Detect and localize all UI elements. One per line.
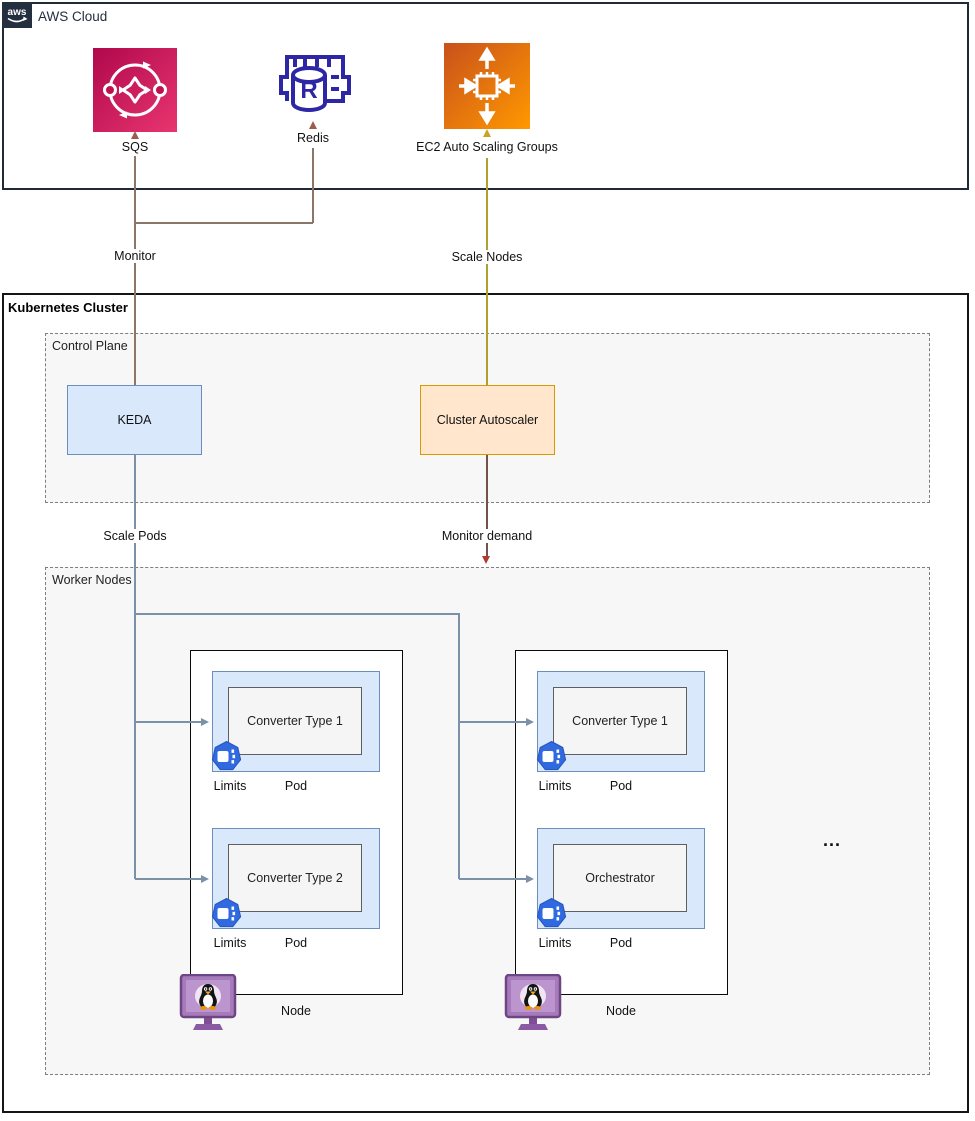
svg-text:R: R — [300, 77, 317, 104]
redis-icon: R — [279, 55, 351, 112]
pod-label: Pod — [609, 936, 633, 950]
linux-node-icon — [179, 974, 237, 1030]
keda-box: KEDA — [67, 385, 202, 455]
limits-label: Limits — [538, 779, 572, 793]
edge-redis-vertical — [312, 148, 314, 223]
ec2-auto-scaling-icon — [444, 43, 530, 129]
workload-label: Orchestrator — [585, 871, 655, 885]
worker-nodes-group: Worker Nodes Converter Type 1 Limits — [45, 567, 930, 1075]
arrowhead-node1-pod2 — [201, 874, 209, 883]
pod: Converter Type 1 — [211, 671, 380, 772]
pod-label: Pod — [284, 779, 308, 793]
arrowhead-node1-pod1 — [201, 717, 209, 726]
aws-cloud-group: aws AWS Cloud SQS — [2, 2, 969, 190]
pod: Orchestrator — [536, 828, 705, 929]
edge-label-monitor: Monitor — [111, 249, 159, 263]
cluster-autoscaler-box: Cluster Autoscaler — [420, 385, 555, 455]
redis-label: Redis — [297, 131, 329, 145]
kubernetes-cluster-label: Kubernetes Cluster — [8, 300, 128, 315]
edge-label-monitor-demand: Monitor demand — [438, 529, 536, 543]
workload-box: Converter Type 1 — [553, 687, 687, 755]
workload-label: Converter Type 1 — [572, 714, 668, 728]
pod-label: Pod — [284, 936, 308, 950]
node-label: Node — [281, 1004, 311, 1018]
edge-label-scale-nodes: Scale Nodes — [448, 250, 526, 264]
edge-keda-down — [134, 455, 136, 879]
edge-to-node2-pod1 — [459, 721, 527, 723]
limits-icon — [536, 898, 567, 928]
edge-to-node2-pod2 — [459, 878, 527, 880]
kubernetes-cluster-group: Kubernetes Cluster Control Plane KEDA Cl… — [2, 293, 969, 1113]
pod: Converter Type 1 — [536, 671, 705, 772]
pod: Converter Type 2 — [211, 828, 380, 929]
keda-label: KEDA — [117, 413, 152, 427]
edge-sqs-to-keda — [134, 156, 136, 385]
control-plane-group: Control Plane KEDA Cluster Autoscaler — [45, 333, 930, 503]
more-nodes-indicator: ... — [822, 830, 842, 850]
edge-redis-join — [134, 222, 313, 224]
ec2-asg-label: EC2 Auto Scaling Groups — [416, 140, 558, 154]
limits-label: Limits — [213, 779, 247, 793]
workload-box: Converter Type 2 — [228, 844, 362, 912]
pod-label: Pod — [609, 779, 633, 793]
arrowhead-up-redis — [308, 121, 317, 129]
workload-box: Orchestrator — [553, 844, 687, 912]
edge-autoscaler-monitor-demand — [486, 455, 488, 557]
aws-cloud-label: AWS Cloud — [38, 9, 108, 24]
edge-node2-down — [458, 613, 460, 879]
arrowhead-up-ec2 — [482, 129, 491, 137]
limits-icon — [211, 741, 242, 771]
control-plane-label: Control Plane — [52, 339, 128, 353]
limits-icon — [211, 898, 242, 928]
workload-label: Converter Type 1 — [247, 714, 343, 728]
limits-icon — [536, 741, 567, 771]
edge-label-scale-pods: Scale Pods — [100, 529, 170, 543]
arrowhead-monitor-demand — [482, 556, 490, 564]
limits-label: Limits — [213, 936, 247, 950]
node-2: Converter Type 1 Limits Pod Orchestrator — [515, 650, 728, 995]
arrowhead-node2-pod2 — [526, 874, 534, 883]
node-label: Node — [606, 1004, 636, 1018]
edge-to-node1-pod1 — [135, 721, 202, 723]
sqs-label: SQS — [121, 140, 149, 154]
edge-branch-to-node2 — [134, 613, 459, 615]
sqs-icon — [93, 48, 177, 132]
svg-text:aws: aws — [8, 7, 27, 18]
limits-label: Limits — [538, 936, 572, 950]
arrowhead-up-sqs — [130, 131, 139, 139]
worker-nodes-label: Worker Nodes — [52, 573, 132, 587]
node-1: Converter Type 1 Limits Pod Converter Ty… — [190, 650, 403, 995]
workload-box: Converter Type 1 — [228, 687, 362, 755]
arrowhead-node2-pod1 — [526, 717, 534, 726]
edge-ec2-to-autoscaler — [486, 158, 488, 385]
workload-label: Converter Type 2 — [247, 871, 343, 885]
edge-to-node1-pod2 — [135, 878, 202, 880]
aws-logo-icon: aws — [2, 2, 32, 28]
cluster-autoscaler-label: Cluster Autoscaler — [436, 413, 539, 427]
linux-node-icon — [504, 974, 562, 1030]
